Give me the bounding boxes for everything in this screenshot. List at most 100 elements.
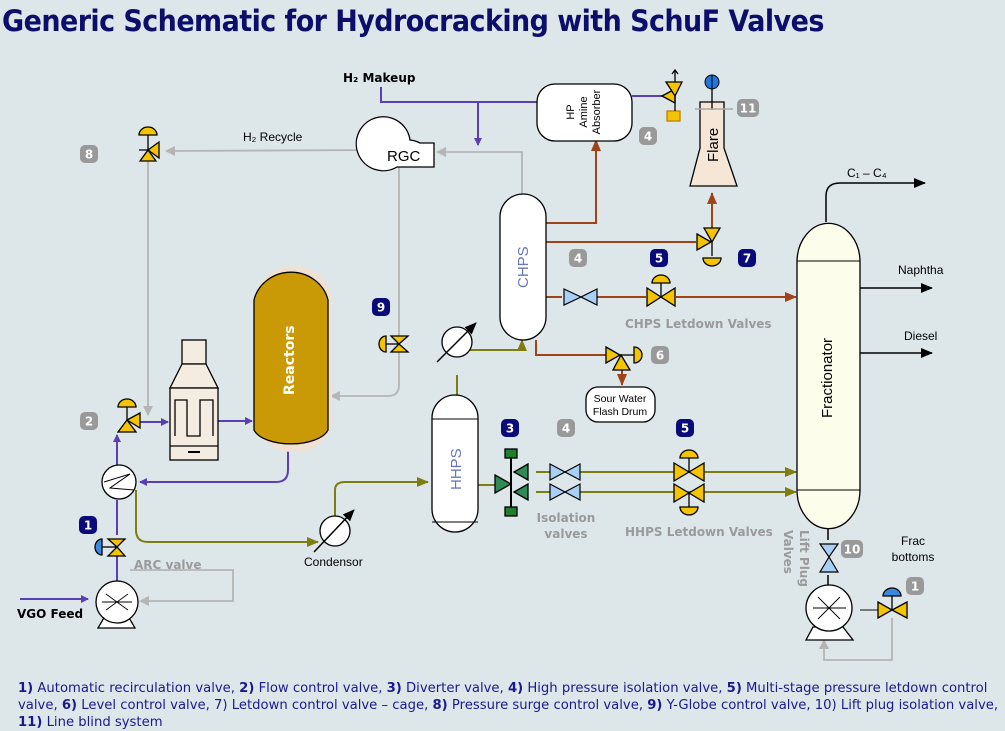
valve-1-frac-arc[interactable] (877, 587, 908, 620)
hhps-vessel[interactable]: HHPS (431, 394, 479, 533)
badge-number: 4 (644, 130, 652, 144)
sour-water-label-1: Sour Water (594, 393, 647, 405)
amine-label-2: Amine (578, 96, 590, 127)
badge-background (737, 99, 759, 117)
badge-number: 1 (911, 580, 919, 594)
arc-valve-label: ARC valve (134, 558, 202, 572)
reactors-label: Reactors (282, 325, 298, 395)
badge-background (372, 298, 390, 316)
badge-b3: 3 (501, 419, 519, 437)
badge-number: 1 (84, 519, 92, 533)
legend-text: Multi-stage pressure letdown control val… (18, 681, 988, 713)
badge-background (569, 249, 587, 267)
sour-water-flash-drum[interactable]: Sour Water Flash Drum (585, 386, 656, 423)
rgc-compressor[interactable]: RGC (355, 116, 435, 172)
valve-4-hhps-isolation[interactable] (549, 463, 581, 501)
valve-5-chps-letdown[interactable] (646, 274, 676, 308)
chps-vessel[interactable]: CHPS (499, 193, 547, 341)
badge-number: 2 (85, 415, 93, 429)
chps-letdown-label: CHPS Letdown Valves (625, 317, 772, 331)
badge-background (841, 540, 863, 558)
valve-2-flow-control[interactable] (116, 398, 141, 433)
h2-recycle-label: H₂ Recycle (243, 130, 303, 144)
badge-background (79, 516, 97, 534)
badge-b9: 9 (372, 298, 390, 316)
valve-10-lift-plug[interactable] (818, 543, 840, 573)
vgo-feed-label: VGO Feed (17, 607, 83, 621)
badge-b11: 11 (737, 99, 759, 117)
naphtha-label: Naphtha (898, 263, 944, 277)
legend-text: Diverter valve, (401, 681, 508, 696)
vgo-feed-pump[interactable] (95, 580, 139, 629)
flare-stack[interactable]: Flare (689, 74, 738, 187)
h2-makeup-line (380, 87, 662, 146)
valve-4-amine-isolation[interactable] (660, 68, 684, 122)
legend-text: Automatic recirculation valve, (33, 681, 240, 696)
badge-b4c: 4 (557, 419, 575, 437)
badge-number: 5 (681, 422, 689, 436)
heat-exchanger[interactable] (101, 464, 137, 500)
legend-number: 10) (814, 698, 837, 713)
badge-b2: 2 (80, 412, 98, 430)
sour-water-label-2: Flash Drum (593, 406, 648, 418)
legend-number: 8) (432, 698, 448, 713)
page-title: Generic Schematic for Hydrocracking with… (2, 4, 824, 38)
furnace-heater[interactable] (168, 339, 220, 461)
valve-7-letdown-cage[interactable] (696, 227, 722, 267)
badge-b4b: 4 (569, 249, 587, 267)
legend-number: 2) (239, 681, 255, 696)
reactors-vessel[interactable]: Reactors (253, 266, 332, 452)
frac-bottoms-label-1: Frac (901, 534, 925, 548)
valve-3-diverter[interactable] (494, 448, 529, 517)
valve-5-hhps-letdown[interactable] (673, 449, 705, 516)
badge-background (906, 577, 924, 595)
badge-b1a: 1 (79, 516, 97, 534)
valve-9-y-globe[interactable] (378, 335, 410, 353)
legend-text: Letdown control valve – cage, (227, 698, 433, 713)
valve-6-level-control[interactable] (605, 345, 643, 371)
fractionator-column[interactable]: Fractionator (796, 222, 861, 530)
legend-text: High pressure isolation valve, (523, 681, 727, 696)
lift-plug-label-2: Valves (781, 530, 795, 574)
badge-background (501, 419, 519, 437)
condensor[interactable]: Condensor (304, 509, 363, 569)
frac-bottoms-pump[interactable] (804, 584, 855, 641)
badge-b8: 8 (80, 145, 98, 163)
badge-number: 10 (844, 543, 861, 557)
legend-text: Pressure surge control valve, (447, 698, 648, 713)
isolation-valves-label-1: Isolation (537, 511, 596, 525)
badge-number: 8 (85, 148, 93, 162)
badge-background (80, 145, 98, 163)
air-cooler[interactable] (436, 322, 477, 363)
legend-text: Flow control valve, (254, 681, 387, 696)
hp-amine-absorber[interactable]: HP Amine Absorber (536, 83, 633, 142)
frac-bottoms-label-2: bottoms (892, 550, 935, 564)
badge-number: 11 (740, 102, 757, 116)
badge-number: 4 (562, 422, 570, 436)
badge-number: 9 (377, 301, 385, 315)
hhps-label: HHPS (448, 448, 465, 490)
badge-background (557, 419, 575, 437)
badge-number: 5 (655, 252, 663, 266)
badge-background (639, 127, 657, 145)
legend-text: Lift plug isolation valve, (836, 698, 999, 713)
amine-label-1: HP (565, 104, 577, 119)
flare-label: Flare (705, 128, 722, 162)
badge-number: 4 (574, 252, 582, 266)
c1-c4-label: C₁ – C₄ (847, 166, 887, 180)
badge-b5b: 5 (676, 419, 694, 437)
valve-4-chps-isolation[interactable] (563, 288, 598, 306)
h2-recycle-line (130, 145, 893, 661)
badge-background (650, 249, 668, 267)
valve-8-surge-control[interactable] (138, 126, 160, 162)
badge-b1b: 1 (906, 577, 924, 595)
chps-label: CHPS (515, 246, 532, 288)
badge-b4a: 4 (639, 127, 657, 145)
legend-number: 6) (61, 698, 78, 713)
valve-1-arc[interactable] (94, 538, 127, 557)
legend-number: 7) (214, 698, 228, 713)
badge-b6: 6 (651, 346, 669, 364)
badge-number: 6 (656, 349, 664, 363)
legend-text: Y-Globe control valve, (662, 698, 815, 713)
